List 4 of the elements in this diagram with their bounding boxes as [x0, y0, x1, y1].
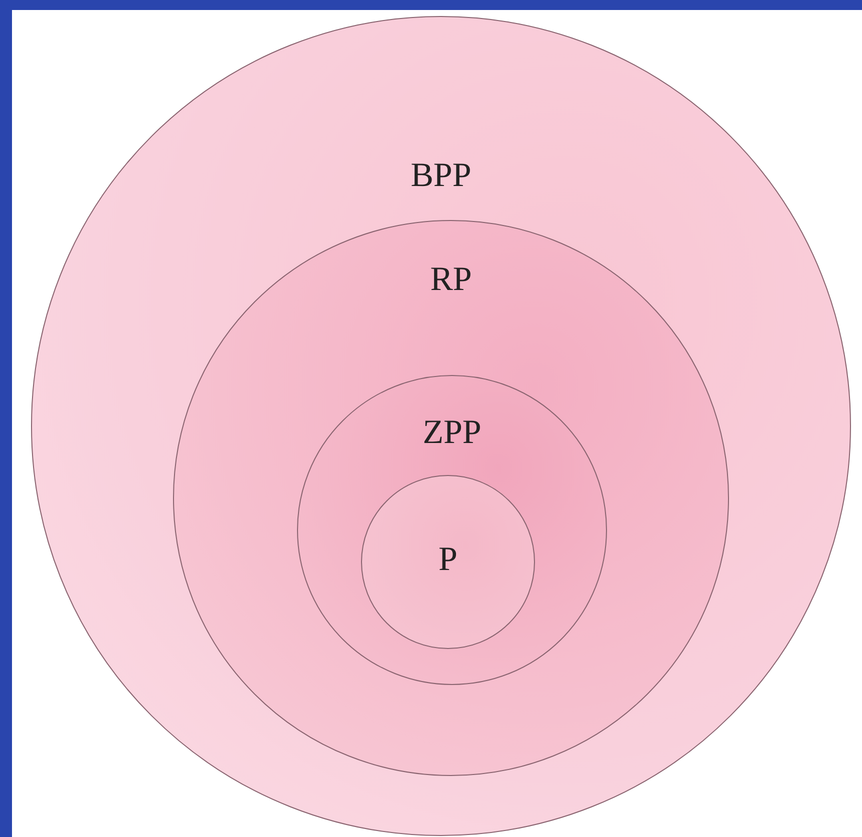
set-label: ZPP	[422, 414, 482, 452]
set-label: BPP	[410, 157, 472, 195]
set-label: P	[438, 541, 458, 579]
set-label: RP	[429, 261, 473, 299]
